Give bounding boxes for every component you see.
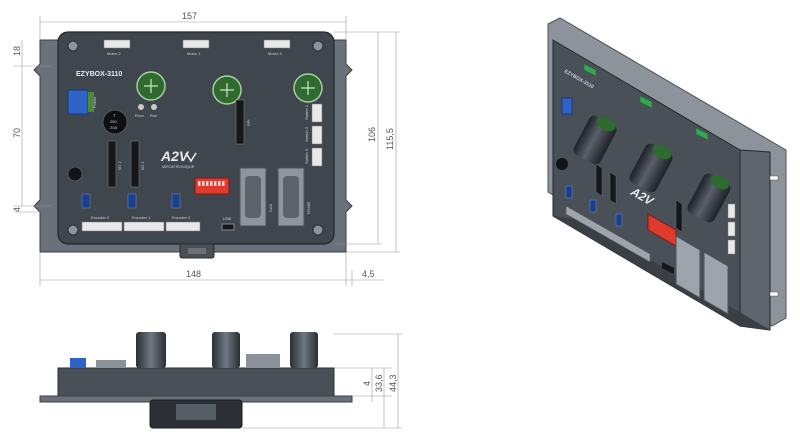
encoder2-connector: [165, 221, 201, 232]
run-led: [151, 104, 157, 110]
power-connector: [67, 89, 89, 115]
dimension-lines: [14, 16, 400, 286]
switch1-label: Switch 1: [304, 104, 309, 120]
power-terminal: [88, 92, 94, 112]
switch2-label: Switch 2: [304, 126, 309, 142]
can-label: CAN: [268, 203, 273, 212]
brand-logo: A2V: [160, 148, 190, 164]
can-db9-connector: [239, 167, 267, 227]
io2-header: [107, 140, 117, 188]
iso-power-connector: [561, 97, 573, 115]
rotary-knob: [67, 166, 83, 182]
dim-height-inner: 106: [367, 127, 377, 142]
switch3-connector: [311, 147, 323, 167]
run-label: Run: [150, 113, 157, 118]
iso-notch-icon: [769, 175, 779, 297]
dim-offset-right: 4,5: [362, 269, 375, 279]
encoder0-label: Encoder 0: [91, 215, 110, 220]
motor3-label: Motor 3: [268, 51, 282, 56]
dip-switch-levers: [198, 181, 225, 186]
switch1-connector: [311, 103, 323, 123]
error-label: Error: [135, 113, 145, 118]
logo-swoosh-icon: [185, 152, 197, 163]
fuse: [102, 109, 128, 135]
iso-motor2: [583, 63, 597, 77]
dim-side-c: 44,3: [388, 374, 398, 392]
usb-label: USB: [223, 216, 232, 221]
io1-label: I/O 1: [140, 161, 145, 170]
switch3-label: Switch 3: [304, 148, 309, 164]
dim-width-bottom: 148: [186, 269, 201, 279]
dim-offset-left-bot: 4: [12, 207, 22, 212]
spi-header: [235, 99, 245, 145]
iso-db9-1: [675, 235, 701, 299]
spi-label: SPI: [246, 120, 251, 126]
iso-board-side: [739, 149, 771, 331]
error-led: [138, 104, 144, 110]
rs485-label: RS485: [306, 201, 311, 214]
motor1-label: Motor 1: [187, 51, 201, 56]
motor1-connector: [182, 39, 210, 49]
dim-width-top: 157: [182, 11, 197, 21]
motor2-connector: [103, 39, 131, 49]
fuse-label-a: T: [113, 113, 116, 118]
side-capacitor-3: [290, 332, 318, 368]
iso-motor1: [639, 95, 653, 109]
side-view: [39, 332, 402, 429]
dim-offset-left-mid: 70: [12, 128, 22, 138]
motor2-label: Motor 2: [107, 51, 121, 56]
side-capacitor-1: [136, 332, 166, 368]
encoder0-connector: [81, 221, 123, 232]
dim-height-outer: 115,5: [385, 128, 395, 150]
switch2-connector: [311, 125, 323, 145]
side-capacitor-2: [212, 332, 240, 368]
side-db9: [246, 354, 280, 368]
side-board: [57, 367, 335, 401]
io2-label: I/O 2: [117, 161, 122, 170]
iso-db9-2: [703, 251, 729, 315]
side-power-connector: [70, 358, 86, 368]
iso-motor3: [695, 127, 709, 141]
dim-offset-left-top: 18: [12, 46, 22, 56]
encoder-header-icon: [81, 193, 181, 209]
encoder1-label: Encoder 1: [132, 215, 151, 220]
fuse-label-b: 250: [110, 119, 117, 124]
motor3-connector: [263, 39, 291, 49]
screw-hole-icon: [67, 40, 324, 236]
model-name: EZYBOX-3110: [76, 71, 122, 78]
power-label: Power: [92, 96, 97, 108]
brand-subtitle: MECATRONIQUE: [162, 164, 195, 169]
iso-encoder-strip: [565, 205, 651, 263]
front-view: Motor 2 Motor 1 Motor 3 EZYBOX-3110 Powe…: [33, 31, 353, 259]
iso-knob: [556, 158, 568, 170]
iso-capacitor-icon: [573, 115, 731, 223]
io1-header: [130, 140, 140, 188]
capacitor-icon: [136, 71, 323, 105]
dim-side-a: 4: [362, 381, 372, 386]
fuse-label-c: 20A: [110, 125, 117, 130]
dim-side-b: 33,6: [374, 374, 384, 392]
iso-usb: [662, 262, 674, 274]
encoder1-connector: [123, 221, 165, 232]
encoder2-label: Encoder 2: [172, 215, 191, 220]
rs485-db9-connector: [277, 167, 305, 227]
usb-port: [221, 223, 235, 231]
iso-view: EZYBOX-3110 A2V: [547, 17, 787, 331]
